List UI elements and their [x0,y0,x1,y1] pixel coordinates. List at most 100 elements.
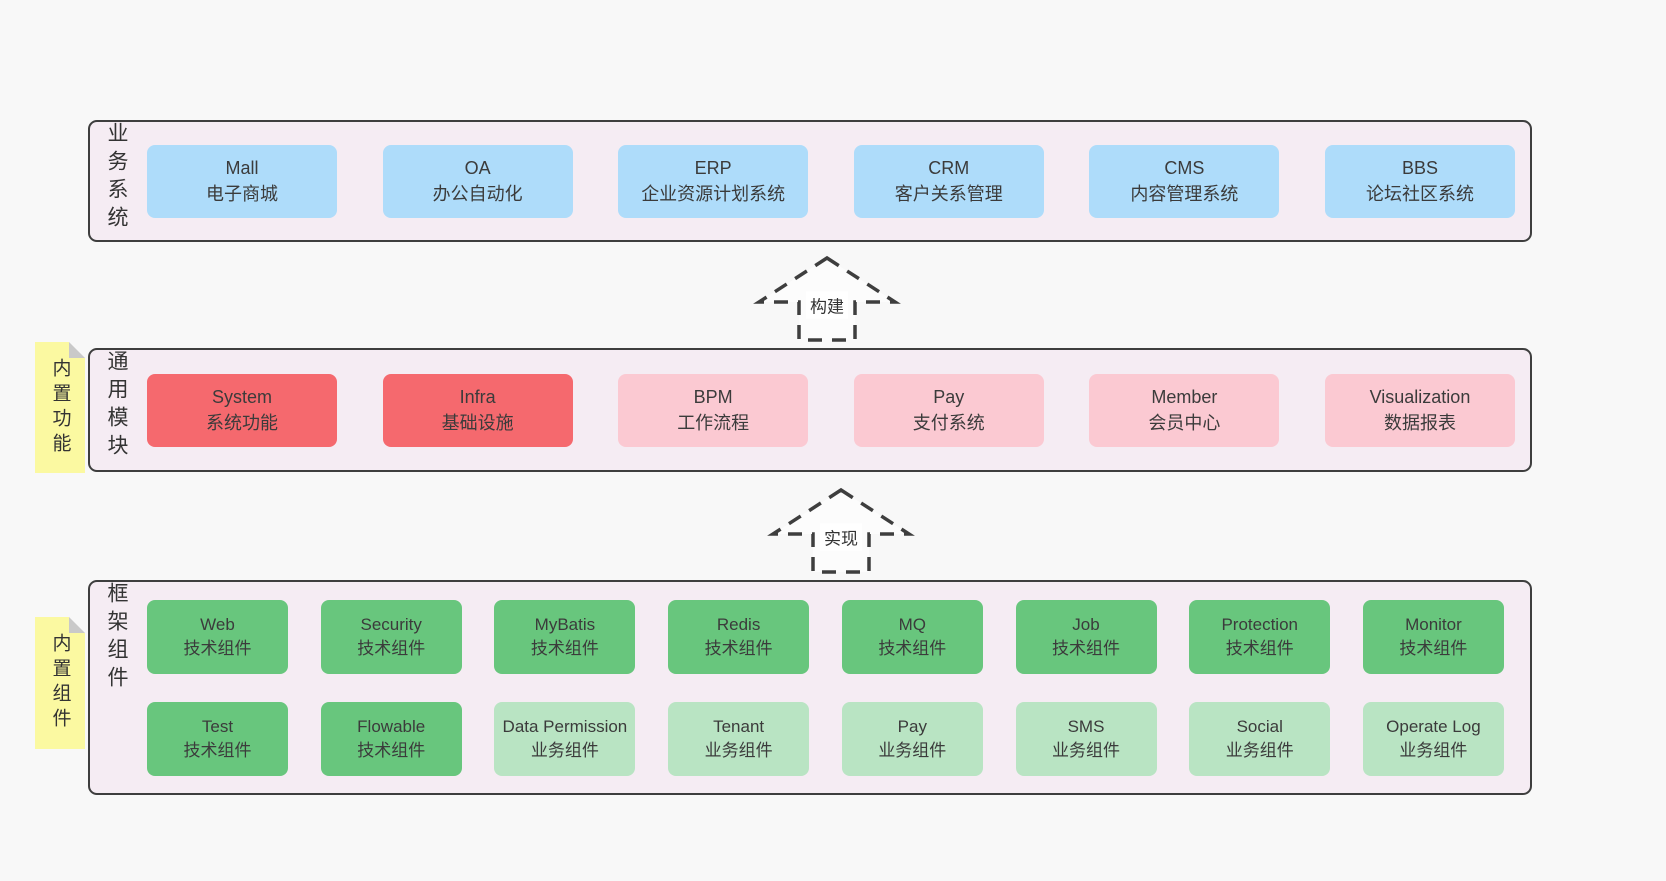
implement-arrow-label: 实现 [820,523,862,551]
module-box-subtitle: 客户关系管理 [894,184,1003,204]
box-row: Mall 电子商城 OA 办公自动化 ERP 企业资源计划系统 CRM 客户关系管理 CMS 内容… [147,144,1515,218]
sticky-note-text: 内置组件 [49,633,71,733]
module-box-subtitle: 企业资源计划系统 [641,184,786,204]
layer-label-common-modules: 通用模块 [105,350,128,462]
module-box-title: Test [201,717,234,736]
module-box-title: Pay [897,717,927,736]
module-box-title: Flowable [357,717,426,736]
module-box-subtitle: 业务组件 [1225,740,1294,760]
module-box-title: Web [200,615,235,634]
module-box-subtitle: 技术组件 [530,638,599,658]
module-box-title: Pay [933,387,965,407]
module-box-subtitle: 基础设施 [441,413,514,433]
module-box-subtitle: 业务组件 [530,740,599,760]
module-box-title: OA [464,158,491,178]
module-box-title: MQ [898,615,926,634]
module-box-title: Mall [225,158,259,178]
module-box-title: CRM [928,158,970,178]
module-box-title: Operate Log [1386,717,1481,736]
module-box-flowable: Flowable 技术组件 [320,701,462,776]
module-box-title: Visualization [1369,387,1471,407]
layer-label-framework-components: 框架组件 [105,582,128,694]
sticky-note-builtin-components: 内置组件 [35,617,85,749]
module-box-subtitle: 业务组件 [878,740,947,760]
module-box-oa: OA 办公自动化 [382,144,573,218]
module-box-subtitle: 技术组件 [1225,638,1294,658]
module-box-subtitle: 业务组件 [704,740,773,760]
module-box-pay: Pay 业务组件 [841,701,983,776]
module-box-cms: CMS 内容管理系统 [1089,144,1280,218]
module-box-subtitle: 技术组件 [183,740,252,760]
module-box-title: CMS [1164,158,1205,178]
module-box-subtitle: 技术组件 [357,638,426,658]
module-box-pay: Pay 支付系统 [853,373,1044,447]
module-box-title: BBS [1401,158,1438,178]
module-box-member: Member 会员中心 [1089,373,1280,447]
module-box-subtitle: 技术组件 [878,638,947,658]
module-box-subtitle: 办公自动化 [432,184,523,204]
module-box-data-permission: Data Permission 业务组件 [494,701,636,776]
module-box-title: Member [1151,387,1218,407]
module-box-mybatis: MyBatis 技术组件 [494,599,636,674]
module-box-system: System 系统功能 [147,373,337,447]
module-box-subtitle: 技术组件 [357,740,426,760]
module-box-test: Test 技术组件 [147,701,288,776]
implement-arrow: 实现 [767,487,915,575]
module-box-title: Infra [459,387,496,407]
module-box-monitor: Monitor 技术组件 [1362,599,1504,674]
module-box-subtitle: 数据报表 [1383,413,1456,433]
module-box-subtitle: 技术组件 [1052,638,1121,658]
module-box-redis: Redis 技术组件 [668,599,810,674]
module-box-subtitle: 会员中心 [1148,413,1221,433]
module-box-social: Social 业务组件 [1189,701,1331,776]
module-box-bbs: BBS 论坛社区系统 [1324,144,1515,218]
module-box-bpm: BPM 工作流程 [618,373,809,447]
sticky-note-text: 内置功能 [49,357,71,458]
module-box-visualization: Visualization 数据报表 [1324,373,1515,447]
module-box-tenant: Tenant 业务组件 [668,701,810,776]
module-box-subtitle: 技术组件 [183,638,252,658]
module-box-operate-log: Operate Log 业务组件 [1362,701,1504,776]
business-systems-boxes: Mall 电子商城 OA 办公自动化 ERP 企业资源计划系统 CRM 客户关系管理 CMS 内容… [147,122,1515,240]
module-box-sms: SMS 业务组件 [1015,701,1157,776]
module-box-subtitle: 业务组件 [1052,740,1121,760]
module-box-subtitle: 论坛社区系统 [1365,184,1474,204]
module-box-subtitle: 系统功能 [206,413,278,433]
layer-common-modules: 通用模块 System 系统功能 Infra 基础设施 BPM 工作流程 Pay 支付系统 Me… [88,348,1532,472]
module-box-erp: ERP 企业资源计划系统 [618,144,809,218]
module-box-title: Job [1072,615,1100,634]
module-box-title: Monitor [1405,615,1462,634]
module-box-subtitle: 技术组件 [1399,638,1468,658]
common-modules-boxes: System 系统功能 Infra 基础设施 BPM 工作流程 Pay 支付系统 Member 会… [147,350,1515,470]
module-box-subtitle: 支付系统 [912,413,985,433]
layer-label-business-systems: 业务系统 [105,122,128,234]
module-box-job: Job 技术组件 [1015,599,1157,674]
module-box-subtitle: 内容管理系统 [1130,184,1239,204]
module-box-subtitle: 电子商城 [206,184,278,204]
module-box-title: Social [1236,717,1283,736]
module-box-title: ERP [694,158,732,178]
module-box-title: Protection [1221,615,1298,634]
module-box-title: Security [360,615,422,634]
module-box-subtitle: 工作流程 [677,413,750,433]
module-box-title: SMS [1067,717,1105,736]
module-box-web: Web 技术组件 [147,599,288,674]
module-box-subtitle: 技术组件 [704,638,773,658]
build-arrow: 构建 [753,255,901,343]
module-box-subtitle: 业务组件 [1399,740,1468,760]
module-box-title: Data Permission [502,717,628,736]
module-box-mq: MQ 技术组件 [841,599,983,674]
sticky-note-builtin-features: 内置功能 [35,342,85,473]
module-box-security: Security 技术组件 [320,599,462,674]
module-box-title: Redis [716,615,761,634]
module-box-title: System [211,387,272,407]
module-box-title: BPM [693,387,733,407]
module-box-title: MyBatis [534,615,596,634]
module-box-title: Tenant [713,717,765,736]
module-box-mall: Mall 电子商城 [147,144,337,218]
